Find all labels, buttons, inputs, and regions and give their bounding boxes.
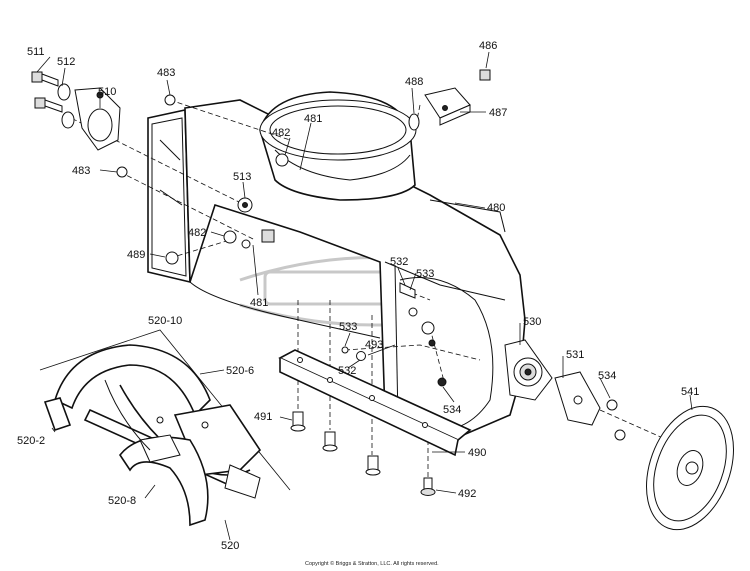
callout-488: 488	[405, 76, 424, 88]
callout-487: 487	[489, 107, 508, 119]
callout-520-2: 520-2	[17, 435, 46, 447]
copyright-notice: Copyright © Briggs & Stratton, LLC. All …	[305, 561, 439, 567]
chute-assembly	[259, 91, 506, 233]
callout-493: 493	[365, 339, 384, 351]
auger-housing	[147, 99, 526, 446]
callout-533-top: 533	[416, 268, 435, 280]
callout-481-top: 481	[304, 113, 323, 125]
callout-490: 490	[468, 447, 487, 459]
housing-hardware	[165, 153, 447, 387]
chute-bracket	[408, 69, 491, 131]
callout-534-right: 534	[598, 370, 617, 382]
callout-489: 489	[127, 249, 146, 261]
auger-assembly	[39, 329, 291, 527]
callout-510: 510	[98, 86, 117, 98]
callout-520-10: 520-10	[148, 315, 183, 327]
leader-lines	[36, 51, 693, 541]
callout-512: 512	[57, 56, 76, 68]
bolt-492	[420, 477, 436, 496]
callout-483-left: 483	[72, 165, 91, 177]
callout-541: 541	[681, 386, 700, 398]
callout-482-top: 482	[272, 127, 291, 139]
carriage-bolts	[290, 411, 381, 476]
callout-480: 480	[487, 202, 506, 214]
callout-532-top: 532	[390, 256, 409, 268]
callout-533-mid: 533	[339, 321, 358, 333]
callout-486: 486	[479, 40, 498, 52]
top-left-hardware	[31, 71, 176, 178]
callout-534-mid: 534	[443, 404, 462, 416]
callout-531: 531	[566, 349, 585, 361]
callout-492: 492	[458, 488, 477, 500]
callout-520-8: 520-8	[108, 495, 137, 507]
callout-491: 491	[254, 411, 273, 423]
callout-530: 530	[523, 316, 542, 328]
callout-483-top: 483	[157, 67, 176, 79]
callout-520-6: 520-6	[226, 365, 255, 377]
auger-pulley	[646, 405, 734, 531]
callout-513: 513	[233, 171, 252, 183]
bearing-assembly	[504, 339, 626, 441]
callout-481-mid: 481	[250, 297, 269, 309]
callout-532-mid: 532	[338, 365, 357, 377]
shave-plate	[278, 349, 472, 457]
callout-482-mid: 482	[188, 227, 207, 239]
callout-520: 520	[221, 540, 240, 552]
callout-511: 511	[27, 46, 45, 58]
